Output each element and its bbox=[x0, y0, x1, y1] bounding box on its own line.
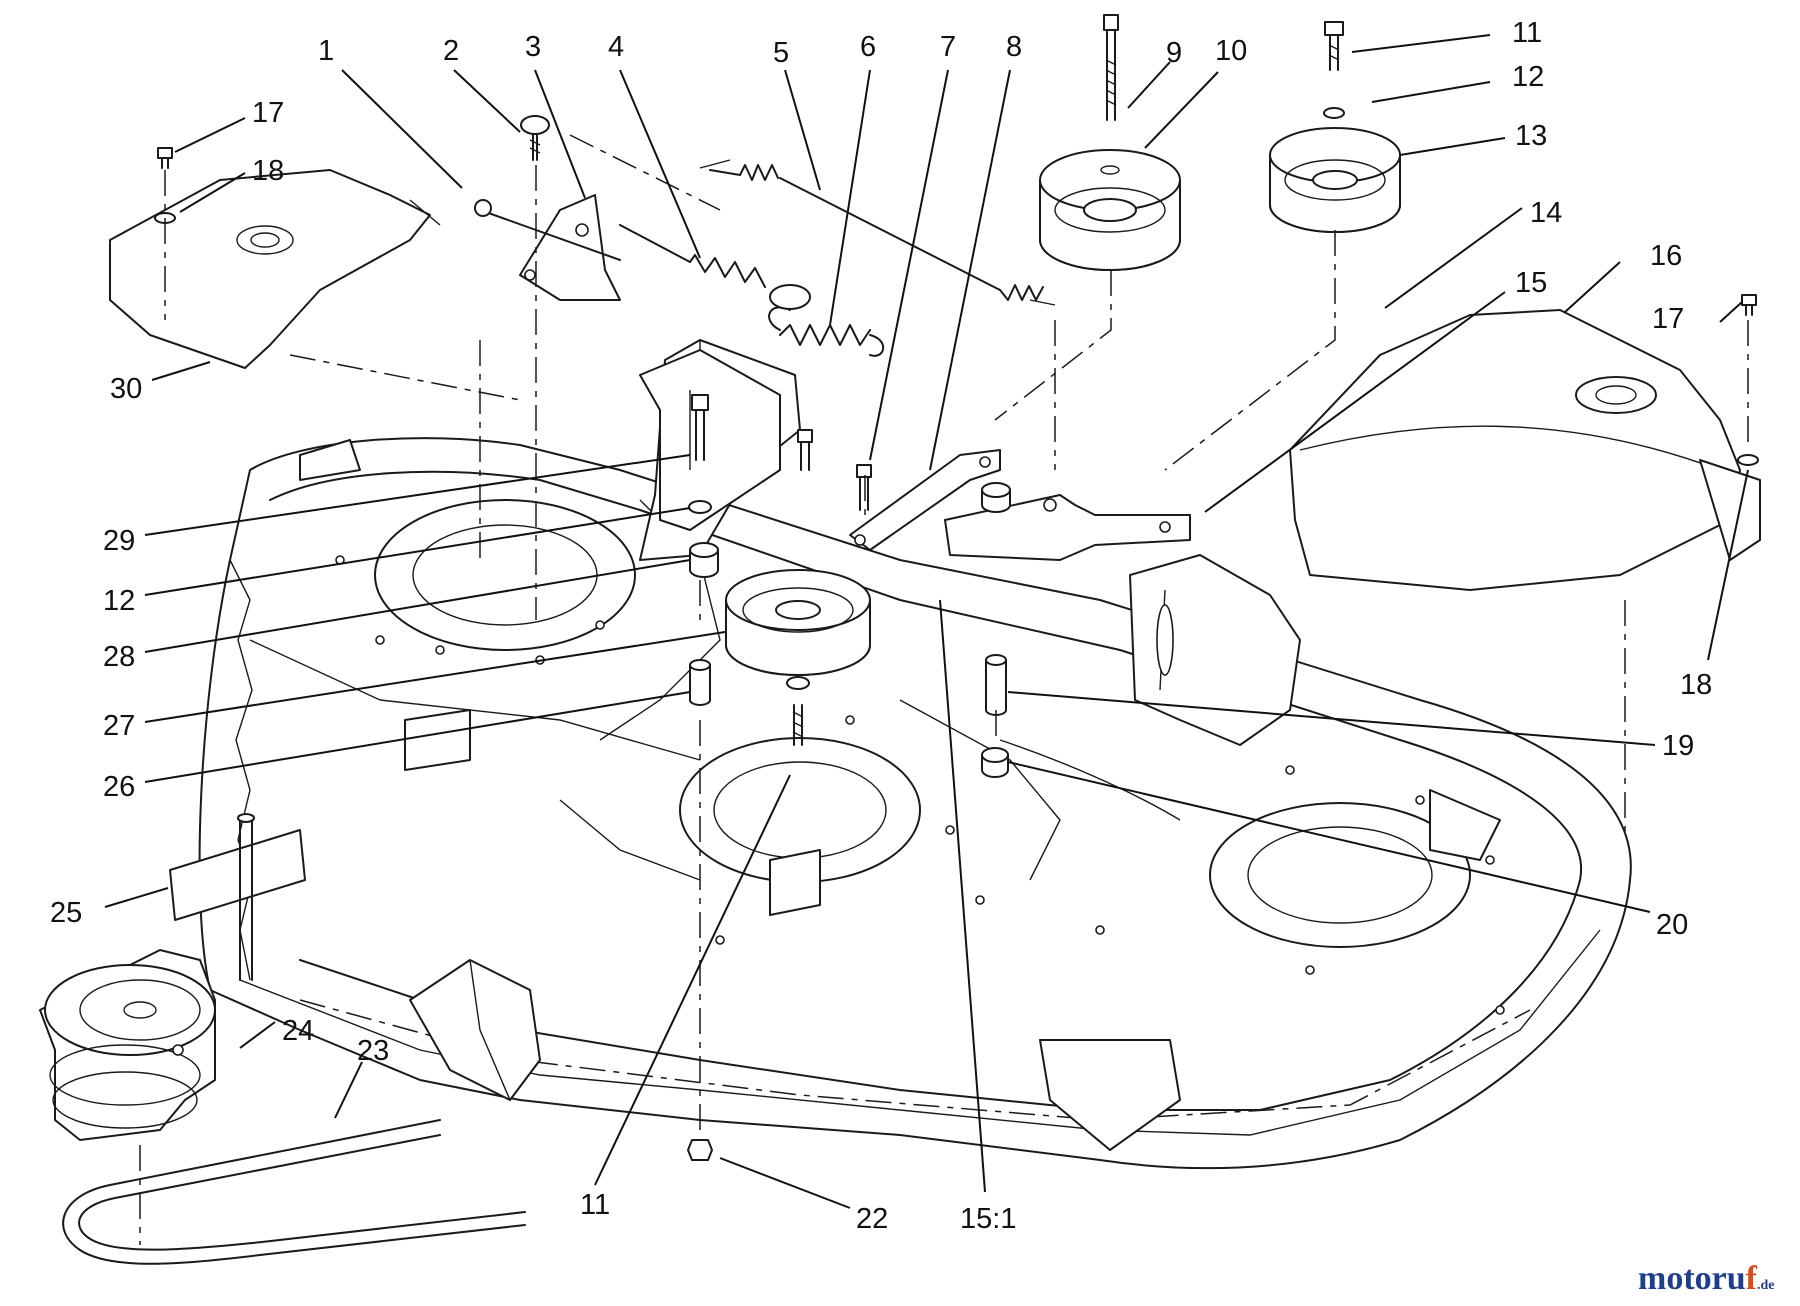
callout-4: 4 bbox=[608, 31, 624, 63]
bolt-2 bbox=[520, 115, 550, 161]
callout-27: 27 bbox=[103, 710, 135, 742]
callout-16: 16 bbox=[1650, 240, 1682, 272]
callout-28: 28 bbox=[103, 641, 135, 673]
bolt-11-top bbox=[1323, 21, 1345, 119]
rod-1 bbox=[474, 199, 621, 261]
leader-lines bbox=[104, 34, 1749, 1209]
callout-15-1: 15:1 bbox=[960, 1203, 1016, 1235]
bolt-29 bbox=[688, 394, 712, 514]
callout-12-top: 12 bbox=[1512, 61, 1544, 93]
callout-18-left: 18 bbox=[252, 155, 284, 187]
electric-clutch-24 bbox=[39, 949, 216, 1141]
watermark-text-b: f bbox=[1745, 1260, 1757, 1297]
callout-26: 26 bbox=[103, 771, 135, 803]
spring-5 bbox=[699, 159, 1056, 306]
callout-6: 6 bbox=[860, 31, 876, 63]
callout-30: 30 bbox=[110, 373, 142, 405]
callout-18-right: 18 bbox=[1680, 669, 1712, 701]
watermark-text-a: motoru bbox=[1638, 1260, 1746, 1297]
idler-arm-8 bbox=[849, 449, 1001, 551]
callout-labels: 1 2 3 4 5 6 7 8 9 10 11 12 13 14 15 16 1… bbox=[50, 17, 1712, 1235]
callout-8: 8 bbox=[1006, 31, 1022, 63]
callout-23: 23 bbox=[357, 1035, 389, 1067]
idler-pulley-27 bbox=[725, 569, 871, 676]
idler-pulley-10 bbox=[1039, 149, 1181, 271]
callout-15: 15 bbox=[1515, 267, 1547, 299]
right-belt-cover bbox=[1289, 309, 1761, 591]
callout-3: 3 bbox=[525, 31, 541, 63]
callout-17-left: 17 bbox=[252, 97, 284, 129]
idler-arm-15 bbox=[944, 494, 1191, 561]
watermark-logo: motoruf.de bbox=[1638, 1260, 1774, 1298]
spring-6 bbox=[768, 306, 885, 357]
spacer-26 bbox=[689, 659, 711, 706]
callout-22: 22 bbox=[856, 1203, 888, 1235]
spacers-19-20 bbox=[981, 482, 1011, 778]
callout-19: 19 bbox=[1662, 730, 1694, 762]
bolt-9 bbox=[1103, 14, 1119, 121]
eyebolt-4 bbox=[619, 224, 811, 310]
spacer-28 bbox=[689, 542, 719, 578]
callout-11-top: 11 bbox=[1512, 17, 1542, 49]
callout-13: 13 bbox=[1515, 120, 1547, 152]
assembly-centerlines bbox=[139, 134, 1749, 1245]
watermark-tld: .de bbox=[1756, 1278, 1775, 1293]
bolt-11-lower bbox=[786, 676, 810, 746]
deck-hanger-front bbox=[409, 959, 1181, 1151]
callout-11-bottom: 11 bbox=[580, 1189, 610, 1221]
callout-12-left: 12 bbox=[103, 585, 135, 617]
bracket-3 bbox=[519, 194, 621, 301]
callout-20: 20 bbox=[1656, 909, 1688, 941]
callout-9: 9 bbox=[1166, 37, 1182, 69]
left-belt-shield bbox=[109, 169, 441, 369]
idler-pulley-13 bbox=[1269, 127, 1401, 233]
callout-17-right: 17 bbox=[1652, 303, 1684, 335]
callout-5: 5 bbox=[773, 37, 789, 69]
mounting-bracket-left bbox=[639, 349, 781, 531]
callout-1: 1 bbox=[318, 35, 334, 67]
mower-deck bbox=[198, 437, 1632, 1170]
nut-22 bbox=[687, 1139, 713, 1161]
callout-7: 7 bbox=[940, 31, 956, 63]
drive-belt-23 bbox=[62, 1119, 526, 1265]
mounting-bracket-right bbox=[1129, 554, 1301, 746]
callout-10: 10 bbox=[1215, 35, 1247, 67]
callout-2: 2 bbox=[443, 35, 459, 67]
bracket-25 bbox=[169, 813, 306, 981]
callout-25: 25 bbox=[50, 897, 82, 929]
callout-14: 14 bbox=[1530, 197, 1562, 229]
callout-24: 24 bbox=[282, 1015, 314, 1047]
bolts-17 bbox=[154, 147, 1759, 466]
bolts-7-area bbox=[797, 429, 872, 511]
callout-29: 29 bbox=[103, 525, 135, 557]
